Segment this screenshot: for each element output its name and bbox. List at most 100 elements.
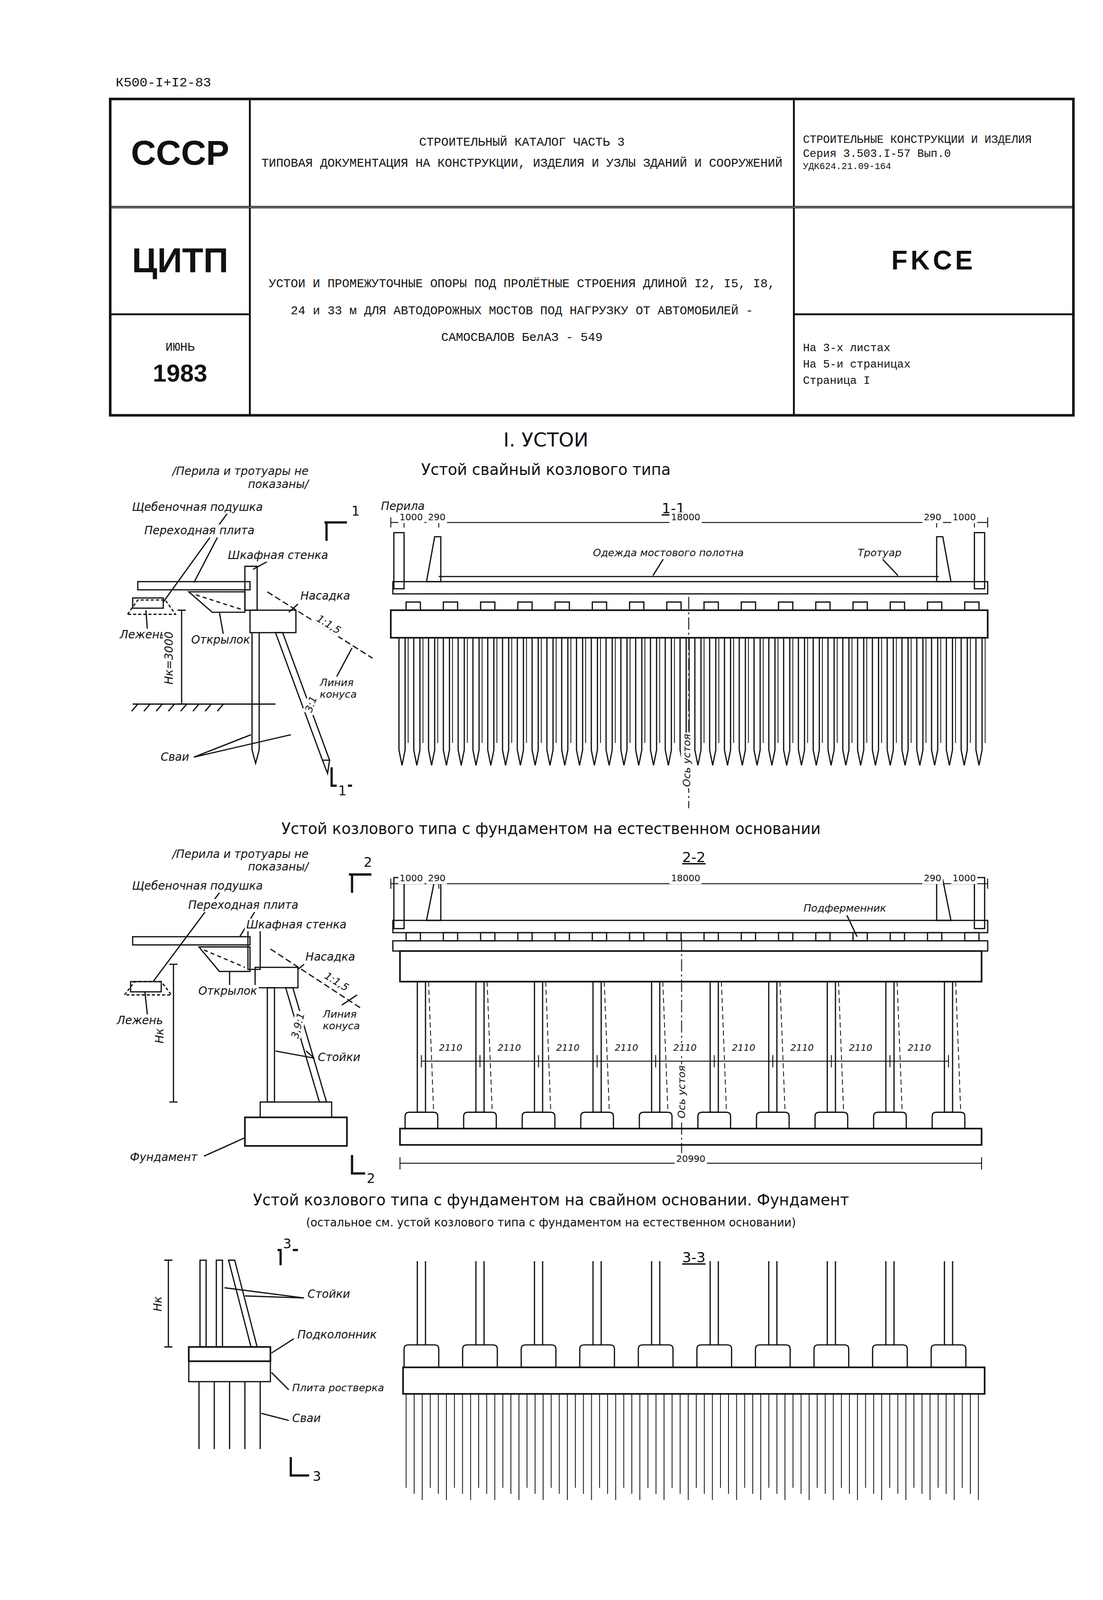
drawing-label: Шкафная стенка: [226, 549, 330, 563]
cell-text: Страница I: [802, 373, 1065, 390]
drawing-label: Тротуар: [856, 546, 904, 559]
cell-text: СТРОИТЕЛЬНЫЙ КАТАЛОГ ЧАСТЬ 3: [259, 132, 785, 154]
cell-text: УСТОИ И ПРОМЕЖУТОЧНЫЕ ОПОРЫ ПОД ПРОЛЁТНЫ…: [259, 270, 785, 352]
drawing-label: 3,9:1: [288, 1010, 308, 1042]
drawing-label: Плита ростверка: [290, 1381, 386, 1394]
section-mark: 3-3: [680, 1249, 708, 1266]
section-1-elevation: [390, 517, 988, 809]
drawing-label: Линия конуса: [321, 1008, 386, 1032]
drawing-label: Открылок: [189, 633, 252, 647]
drawing-label: Устой козлового типа с фундаментом на ес…: [279, 820, 822, 839]
drawing-label: 1:1,5: [313, 611, 345, 637]
drawing-label: Фундамент: [128, 1151, 199, 1165]
drawing-label: Одежда мостового полотна: [591, 546, 746, 559]
title-block-cell: УСТОИ И ПРОМЕЖУТОЧНЫЕ ОПОРЫ ПОД ПРОЛЁТНЫ…: [249, 207, 794, 416]
drawing-label: Подколонник: [296, 1328, 379, 1342]
title-block-cell: СССР: [110, 98, 250, 208]
section-2-elevation: [390, 877, 988, 1170]
drawing-label: Насадка: [298, 589, 352, 603]
drawing-label: 1000: [951, 512, 978, 524]
drawing-label: 2110: [437, 1042, 464, 1054]
drawing-label: 2110: [554, 1042, 581, 1054]
drawing-label: Сваи: [159, 750, 191, 764]
drawing-label: 290: [426, 873, 447, 884]
drawing-label: (остальное см. устой козлового типа с фу…: [304, 1216, 798, 1230]
drawing-label: Нк: [151, 1294, 165, 1314]
drawing-label: 3: [311, 1469, 323, 1485]
drawing-label: Нк: [153, 1026, 167, 1046]
drawing-label: Лежень: [115, 1014, 165, 1028]
drawing-label: Линия конуса: [318, 676, 383, 700]
drawing-label: 2: [365, 1171, 377, 1187]
cell-text: FKCE: [802, 246, 1065, 276]
cell-text: 1983: [119, 356, 241, 391]
drawing-label: 290: [922, 512, 943, 524]
drawing-label: 2: [362, 855, 374, 871]
drawing-label: 1000: [398, 873, 425, 884]
section-mark: 2-2: [680, 848, 708, 866]
drawing-label: Ось устоя: [675, 1063, 688, 1120]
drawing-label: Лежень: [118, 628, 168, 642]
drawing-label: 290: [922, 873, 943, 884]
title-block-cell: СТРОИТЕЛЬНЫЕ КОНСТРУКЦИИ И ИЗДЕЛИЯСерия …: [793, 98, 1074, 208]
drawing-label: /Перила и тротуары не показаны/: [118, 848, 311, 874]
drawing-label: I. УСТОИ: [502, 428, 590, 452]
drawing-label: Насадка: [304, 950, 357, 964]
cell-text: На 3-х листах: [802, 340, 1065, 357]
title-block-cell: ЦИТП: [110, 207, 250, 315]
cell-text: ИЮНЬ: [119, 339, 241, 357]
title-block-frame: [110, 98, 1074, 416]
drawing-label: Стойки: [306, 1287, 352, 1301]
drawing-label: Ось устоя: [680, 732, 693, 788]
drawing-label: 1000: [398, 512, 425, 524]
drawing-label: 20990: [674, 1153, 708, 1165]
drawing-label: Устой свайный козлового типа: [419, 461, 672, 480]
drawing-label: 2110: [613, 1042, 640, 1054]
cell-text: УДК624.21.09-164: [802, 161, 1065, 173]
drawing-label: Щебеночная подушка: [130, 879, 265, 893]
title-block-cell: ИЮНЬ1983: [110, 314, 250, 416]
drawing-label: 1: [350, 503, 362, 520]
cell-text: ТИПОВАЯ ДОКУМЕНТАЦИЯ НА КОНСТРУКЦИИ, ИЗД…: [259, 153, 785, 175]
drawing-label: 18000: [669, 873, 702, 884]
drawing-label: 1:1,5: [321, 968, 353, 995]
cell-text: ЦИТП: [119, 241, 241, 280]
drawing-label: Перила: [379, 500, 427, 514]
section-3-elevation: [403, 1261, 985, 1500]
drawing-label: Переходная плита: [186, 898, 300, 913]
title-block-cell: FKCE: [793, 207, 1074, 315]
drawing-label: К500-I+I2-83: [114, 75, 213, 92]
cell-text: На 5-и страницах: [802, 356, 1065, 374]
drawing-label: 3: [281, 1236, 293, 1252]
drawing-label: 2110: [671, 1042, 699, 1054]
cell-text: СССР: [119, 134, 241, 173]
drawing-label: Щебеночная подушка: [130, 501, 265, 515]
drawing-label: 3:1: [302, 692, 321, 715]
drawing-label: 2110: [730, 1042, 757, 1054]
title-block-cell: СТРОИТЕЛЬНЫЙ КАТАЛОГ ЧАСТЬ 3ТИПОВАЯ ДОКУ…: [249, 98, 794, 208]
drawing-label: 2110: [495, 1042, 523, 1054]
cell-text: Серия 3.503.I-57 Вып.0: [802, 147, 1065, 162]
drawing-label: 2110: [789, 1042, 816, 1054]
section-1-cross-section: [127, 509, 373, 786]
drawing-label: 1000: [951, 873, 978, 884]
drawing-label: 290: [426, 512, 447, 524]
drawing-label: Стойки: [316, 1051, 362, 1065]
drawing-label: 1: [336, 783, 348, 799]
drawing-label: Устой козлового типа с фундаментом на св…: [251, 1191, 851, 1210]
title-block-cell: На 3-х листахНа 5-и страницахСтраница I: [793, 314, 1074, 416]
drawing-label: 2110: [847, 1042, 874, 1054]
drawing-label: Нк=3000: [162, 629, 177, 686]
drawing-label: Подферменник: [802, 902, 888, 914]
drawing-label: 18000: [669, 512, 702, 524]
drawing-label: Сваи: [290, 1412, 323, 1426]
drawing-label: 2110: [905, 1042, 933, 1054]
cell-text: СТРОИТЕЛЬНЫЕ КОНСТРУКЦИИ И ИЗДЕЛИЯ: [802, 133, 1065, 148]
drawing-label: /Перила и тротуары не показаны/: [118, 465, 311, 491]
drawing-label: Переходная плита: [142, 524, 256, 538]
drawing-label: Открылок: [197, 984, 259, 998]
section-3-cross-section: [164, 1250, 310, 1476]
drawing-label: Шкафная стенка: [244, 918, 348, 932]
